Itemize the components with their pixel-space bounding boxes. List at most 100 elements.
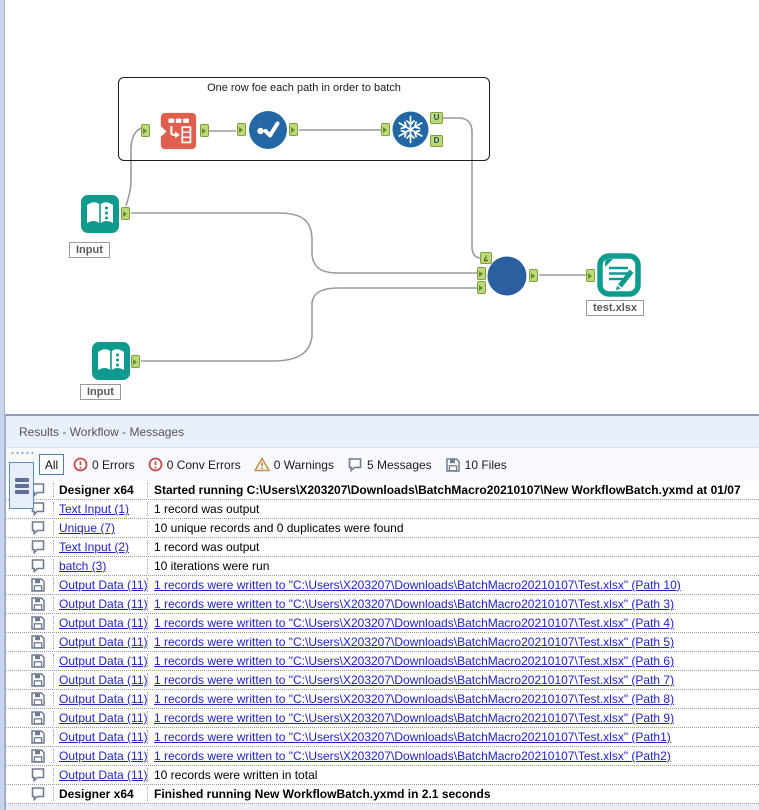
row-message[interactable]: 1 records were written to "C:\Users\X203… bbox=[147, 711, 759, 725]
output-file-link[interactable]: 1 records were written to "C:\Users\X203… bbox=[154, 673, 675, 687]
tool-link[interactable]: Output Data (11) bbox=[59, 749, 147, 763]
texttool-input-anchor[interactable] bbox=[141, 124, 150, 137]
row-tool-name[interactable]: batch (3) bbox=[53, 559, 147, 573]
filter-conv-errors-button[interactable]: 0 Conv Errors bbox=[148, 457, 241, 472]
filter-messages-button[interactable]: 5 Messages bbox=[347, 457, 432, 473]
result-row[interactable]: Output Data (11) 1 records were written t… bbox=[6, 690, 759, 709]
filter-warnings-button[interactable]: 0 Warnings bbox=[253, 457, 334, 472]
row-tool-name[interactable]: Output Data (11) bbox=[53, 635, 147, 649]
row-message[interactable]: 1 records were written to "C:\Users\X203… bbox=[147, 673, 759, 687]
workflow-canvas[interactable]: One row foe each path in order to batch bbox=[0, 0, 759, 412]
output-file-link[interactable]: 1 records were written to "C:\Users\X203… bbox=[154, 749, 671, 763]
row-tool-name[interactable]: Text Input (2) bbox=[53, 540, 147, 554]
result-row[interactable]: Output Data (11) 1 records were written t… bbox=[6, 633, 759, 652]
tool-link[interactable]: Unique (7) bbox=[59, 521, 116, 535]
messages-view-button[interactable] bbox=[9, 462, 34, 509]
input-data-tool-2[interactable] bbox=[91, 341, 131, 386]
result-row[interactable]: Output Data (11) 1 records were written t… bbox=[6, 747, 759, 766]
row-tool-name[interactable]: Output Data (11) bbox=[53, 730, 147, 744]
unique-u-anchor[interactable]: U bbox=[430, 112, 443, 124]
result-row[interactable]: Output Data (11) 1 records were written t… bbox=[6, 652, 759, 671]
tool-link[interactable]: Output Data (11) bbox=[59, 654, 147, 668]
result-row[interactable]: Output Data (11) 1 records were written t… bbox=[6, 614, 759, 633]
input-data-tool-1[interactable] bbox=[80, 194, 120, 239]
macro-input-anchor-1[interactable] bbox=[477, 267, 486, 280]
result-row[interactable]: Text Input (1)1 record was output bbox=[6, 500, 759, 519]
unique-d-anchor[interactable]: D bbox=[430, 135, 443, 147]
tool-link[interactable]: Output Data (11) bbox=[59, 730, 147, 744]
tool-link[interactable]: batch (3) bbox=[59, 559, 107, 573]
row-message[interactable]: 1 records were written to "C:\Users\X203… bbox=[147, 692, 759, 706]
macro-output-anchor[interactable] bbox=[529, 269, 538, 282]
batch-macro-tool[interactable] bbox=[487, 256, 527, 301]
row-tool-name[interactable]: Output Data (11) bbox=[53, 673, 147, 687]
output-file-link[interactable]: 1 records were written to "C:\Users\X203… bbox=[154, 730, 671, 744]
input2-output-anchor[interactable] bbox=[131, 355, 140, 368]
output-data-tool[interactable] bbox=[597, 253, 641, 302]
tool-link[interactable]: Output Data (11) bbox=[59, 711, 147, 725]
output-file-link[interactable]: 1 records were written to "C:\Users\X203… bbox=[154, 692, 675, 706]
file-save-icon bbox=[31, 673, 45, 687]
result-row[interactable]: Output Data (11) 1 records were written t… bbox=[6, 576, 759, 595]
tool-link[interactable]: Output Data (11) bbox=[59, 578, 147, 592]
output-file-link[interactable]: 1 records were written to "C:\Users\X203… bbox=[154, 616, 675, 630]
result-row[interactable]: Text Input (2)1 record was output bbox=[6, 538, 759, 557]
results-panel-header[interactable]: Results - Workflow - Messages bbox=[6, 416, 759, 448]
filter-files-button[interactable]: 10 Files bbox=[445, 457, 507, 473]
output-file-link[interactable]: 1 records were written to "C:\Users\X203… bbox=[154, 711, 675, 725]
output-file-link[interactable]: 1 records were written to "C:\Users\X203… bbox=[154, 635, 675, 649]
row-message[interactable]: 1 records were written to "C:\Users\X203… bbox=[147, 578, 759, 592]
output-file-link[interactable]: 1 records were written to "C:\Users\X203… bbox=[154, 597, 675, 611]
output-input-anchor[interactable] bbox=[586, 269, 595, 282]
row-tool-name[interactable]: Output Data (11) bbox=[53, 692, 147, 706]
text-input-tool[interactable] bbox=[157, 110, 199, 152]
row-message[interactable]: 1 records were written to "C:\Users\X203… bbox=[147, 730, 759, 744]
macro-input-anchor-2[interactable] bbox=[477, 281, 486, 294]
tool-link[interactable]: Text Input (2) bbox=[59, 540, 130, 554]
row-tool-name[interactable]: Text Input (1) bbox=[53, 502, 147, 516]
row-tool-name[interactable]: Output Data (11) bbox=[53, 711, 147, 725]
macro-control-anchor[interactable]: ¿ bbox=[480, 252, 492, 264]
result-row[interactable]: Unique (7)10 unique records and 0 duplic… bbox=[6, 519, 759, 538]
row-tool-name[interactable]: Output Data (11) bbox=[53, 578, 147, 592]
tool-link[interactable]: Output Data (11) bbox=[59, 692, 147, 706]
tool-link[interactable]: Output Data (11) bbox=[59, 616, 147, 630]
tool-link[interactable]: Output Data (11) bbox=[59, 673, 147, 687]
row-message[interactable]: 1 records were written to "C:\Users\X203… bbox=[147, 597, 759, 611]
toolbar-grip-handle[interactable] bbox=[10, 451, 34, 455]
formula-input-anchor[interactable] bbox=[237, 123, 246, 136]
row-tool-name[interactable]: Output Data (11) bbox=[53, 654, 147, 668]
input1-output-anchor[interactable] bbox=[121, 207, 130, 220]
result-row[interactable]: Output Data (11) 1 records were written t… bbox=[6, 728, 759, 747]
row-tool-name[interactable]: Output Data (11) bbox=[53, 768, 147, 782]
unique-input-anchor[interactable] bbox=[381, 123, 390, 136]
row-message[interactable]: 1 records were written to "C:\Users\X203… bbox=[147, 616, 759, 630]
tool-link[interactable]: Output Data (11) bbox=[59, 635, 147, 649]
result-row[interactable]: Output Data (11) 1 records were written t… bbox=[6, 709, 759, 728]
filter-all-button[interactable]: All bbox=[39, 454, 64, 475]
row-tool-name[interactable]: Output Data (11) bbox=[53, 616, 147, 630]
filter-errors-button[interactable]: 0 Errors bbox=[73, 457, 135, 472]
output-file-link[interactable]: 1 records were written to "C:\Users\X203… bbox=[154, 578, 681, 592]
formula-tool[interactable] bbox=[248, 110, 288, 155]
tool-link[interactable]: Text Input (1) bbox=[59, 502, 130, 516]
tool-container[interactable]: One row foe each path in order to batch bbox=[118, 77, 490, 161]
formula-output-anchor[interactable] bbox=[289, 123, 298, 136]
row-message[interactable]: 1 records were written to "C:\Users\X203… bbox=[147, 749, 759, 763]
result-row[interactable]: batch (3)10 iterations were run bbox=[6, 557, 759, 576]
row-tool-name[interactable]: Output Data (11) bbox=[53, 749, 147, 763]
output-file-link[interactable]: 1 records were written to "C:\Users\X203… bbox=[154, 654, 675, 668]
result-row[interactable]: Output Data (11)10 records were written … bbox=[6, 766, 759, 785]
tool-link[interactable]: Output Data (11) bbox=[59, 768, 147, 782]
result-row[interactable]: Output Data (11) 1 records were written t… bbox=[6, 595, 759, 614]
unique-tool[interactable] bbox=[392, 111, 429, 153]
result-row[interactable]: Output Data (11) 1 records were written t… bbox=[6, 671, 759, 690]
tool-link[interactable]: Output Data (11) bbox=[59, 597, 147, 611]
row-message[interactable]: 1 records were written to "C:\Users\X203… bbox=[147, 635, 759, 649]
row-tool-name[interactable]: Unique (7) bbox=[53, 521, 147, 535]
row-message[interactable]: 1 records were written to "C:\Users\X203… bbox=[147, 654, 759, 668]
texttool-output-anchor[interactable] bbox=[200, 124, 209, 137]
row-tool-name[interactable]: Output Data (11) bbox=[53, 597, 147, 611]
